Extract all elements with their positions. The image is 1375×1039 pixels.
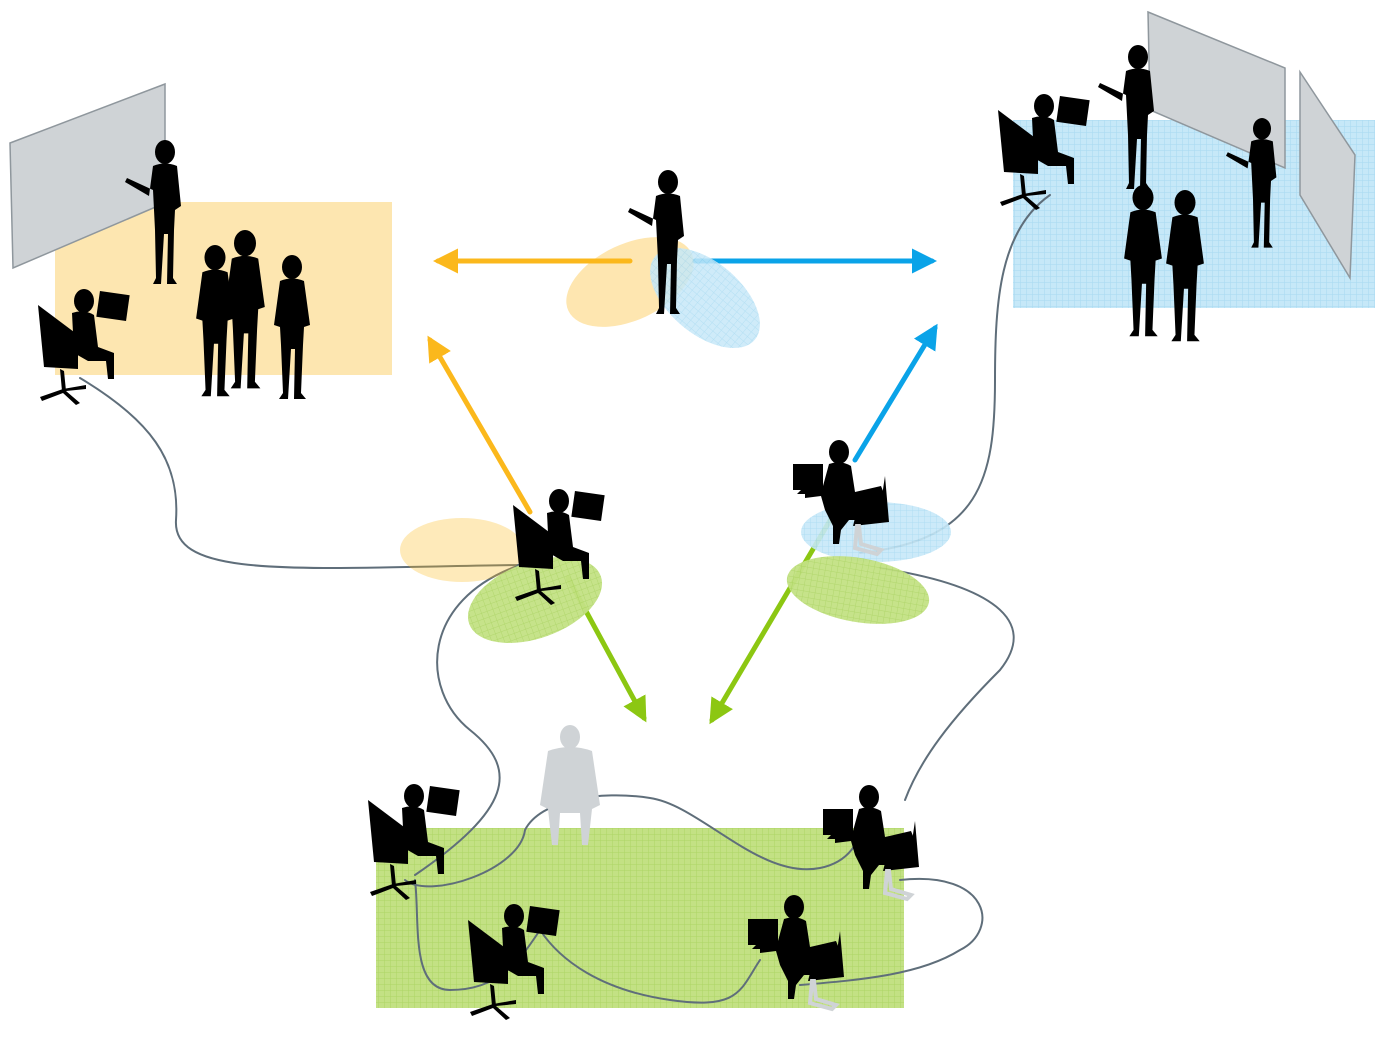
arrow-right-seat-to-blue: [852, 323, 938, 463]
green-zone: [376, 828, 904, 1008]
arrow-left-seat-to-orange: [427, 335, 533, 515]
whiteboard-icon: [1299, 69, 1356, 281]
arrows: [427, 248, 938, 725]
green-halo-left: [467, 557, 603, 643]
green-team: [368, 725, 921, 1020]
blue-halo-center: [650, 247, 760, 349]
network-cables: [79, 194, 1051, 1004]
standing-person-icon: [540, 725, 600, 845]
green-halo-right: [786, 556, 930, 624]
orange-halo-left: [400, 518, 524, 582]
